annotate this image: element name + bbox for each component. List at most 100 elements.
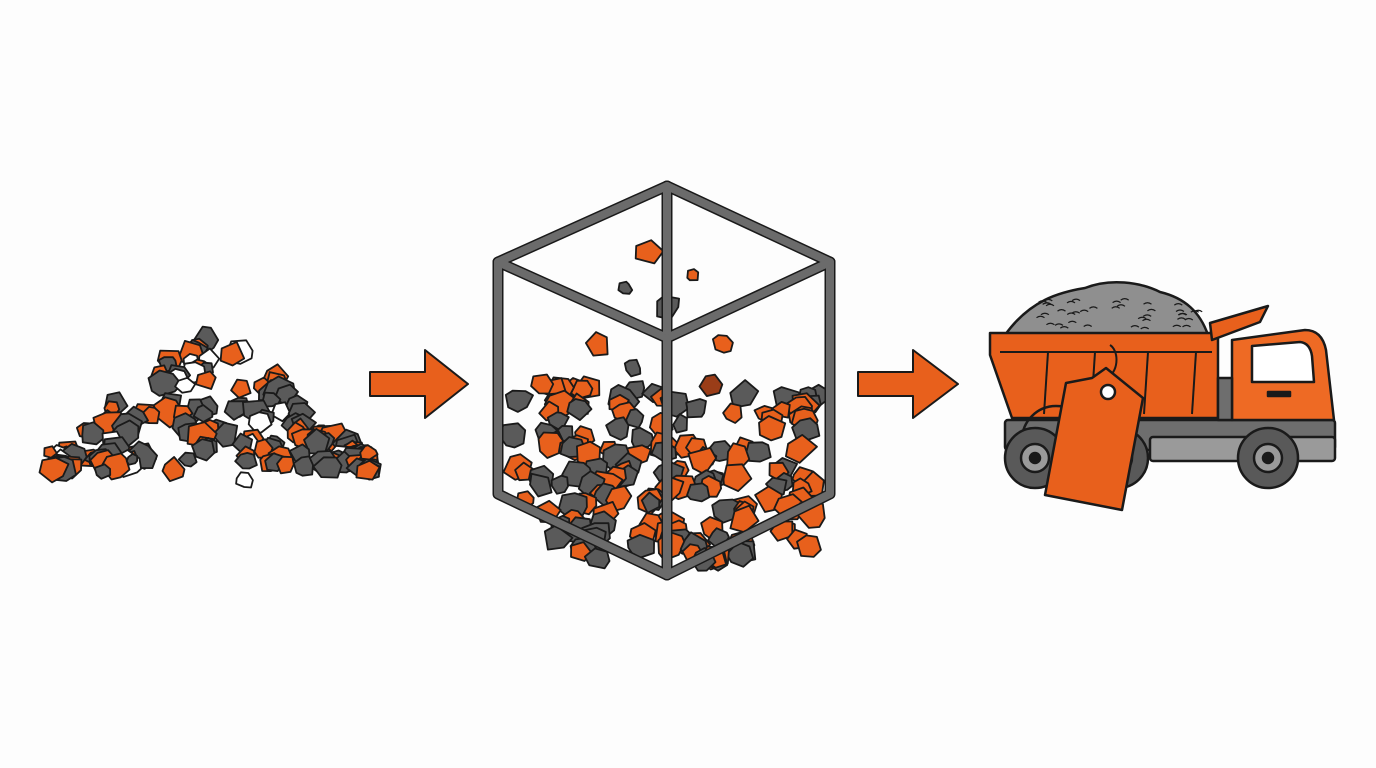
scattered-rock [125, 452, 139, 466]
pile-rock [234, 451, 258, 470]
cube-frame [492, 180, 836, 581]
bed-rib [1191, 351, 1197, 415]
falling-rock [617, 280, 634, 295]
soil-texture [1083, 324, 1093, 327]
soil-texture [1043, 298, 1053, 302]
falling-rock [530, 373, 555, 395]
pile-rock [174, 376, 197, 394]
soil-texture [1112, 300, 1121, 304]
sorted-rock [711, 498, 740, 524]
soil-texture [1071, 298, 1081, 302]
pile-rock [161, 456, 186, 483]
dump-truck-icon [988, 281, 1337, 512]
sorted-rock [504, 389, 534, 413]
falling-rock [712, 334, 734, 354]
rust-rock [698, 373, 724, 398]
soil-texture [1057, 309, 1066, 312]
pile-rock [191, 438, 216, 462]
soil-texture [1040, 312, 1050, 316]
cab-shield [1208, 304, 1270, 342]
soil-texture [1111, 306, 1121, 309]
soil-texture [1143, 302, 1152, 305]
soil-texture [1140, 326, 1150, 330]
soil-texture [1184, 317, 1194, 321]
falling-rock [686, 268, 700, 282]
sorted-rock [796, 534, 822, 558]
soil-texture [1177, 317, 1186, 320]
sorted-rock [729, 504, 760, 534]
soil-texture [1175, 309, 1185, 312]
tag-hole [1099, 383, 1117, 401]
sorted-rock [758, 415, 787, 442]
scattered-rock [235, 471, 254, 489]
soil-texture [1147, 308, 1156, 312]
cube-contents [497, 373, 828, 572]
bed-rib [1043, 351, 1049, 415]
soil-texture [1193, 309, 1203, 313]
soil-texture [1066, 300, 1076, 304]
sorted-rock [687, 446, 717, 476]
scattered-rock [43, 445, 58, 459]
pile-rock [355, 459, 381, 481]
door-handle [1266, 390, 1292, 398]
soil-load [1003, 281, 1210, 337]
scattered-rock [93, 463, 112, 480]
falling-rock [623, 358, 642, 378]
sorting-cube-icon [492, 180, 836, 581]
soil-texture [1036, 315, 1045, 319]
sorted-rock [729, 379, 760, 409]
pile-rock [292, 455, 314, 477]
rock-pile-icon [38, 325, 382, 489]
bed-rib [1143, 351, 1149, 415]
pile-rock [177, 451, 198, 468]
pile-rock [219, 340, 246, 367]
right-arrow-icon [369, 349, 469, 419]
sorted-rock [550, 474, 569, 495]
falling-rock [634, 239, 665, 265]
front-wheel [1236, 426, 1300, 490]
sorted-rock [605, 416, 630, 441]
scattered-rock [359, 444, 379, 461]
soil-texture [1173, 303, 1183, 306]
hub-cap [1261, 451, 1275, 465]
soil-texture [1089, 306, 1098, 309]
sorted-rock [721, 463, 753, 493]
soil-texture [1182, 324, 1191, 328]
cab-joint [1216, 376, 1234, 422]
pile-rock [230, 378, 252, 399]
sorted-rock [686, 482, 711, 503]
sorted-rock [791, 417, 821, 441]
soil-texture [1142, 318, 1151, 322]
hub-cap [1028, 451, 1042, 465]
soil-texture [1042, 302, 1051, 305]
sorted-rock [529, 472, 553, 498]
pile-rock [195, 370, 217, 390]
soil-texture [1038, 300, 1047, 303]
sorted-rock [566, 398, 593, 422]
soil-texture [1079, 309, 1089, 313]
soil-texture [1046, 322, 1055, 326]
soil-texture [1066, 312, 1076, 315]
soil-texture [1059, 326, 1069, 329]
soil-texture [1172, 324, 1182, 328]
pile-rock [38, 456, 70, 484]
sorted-rock [745, 441, 772, 463]
price-tag-icon [1043, 344, 1145, 512]
falling-rock [585, 331, 609, 357]
sorted-rock [785, 433, 818, 464]
soil-texture [1178, 312, 1188, 316]
soil-texture [1120, 298, 1130, 301]
soil-texture [1130, 325, 1140, 328]
cab-window [1250, 340, 1316, 384]
sorted-rock [722, 402, 743, 424]
soil-mound [1003, 281, 1210, 337]
soil-texture [1116, 304, 1126, 307]
soil-texture [1054, 323, 1064, 326]
sorted-rock [640, 491, 661, 514]
right-arrow-icon [857, 349, 959, 419]
soil-texture [1067, 320, 1077, 324]
soil-texture [1137, 316, 1147, 320]
pile-rock [276, 455, 295, 475]
